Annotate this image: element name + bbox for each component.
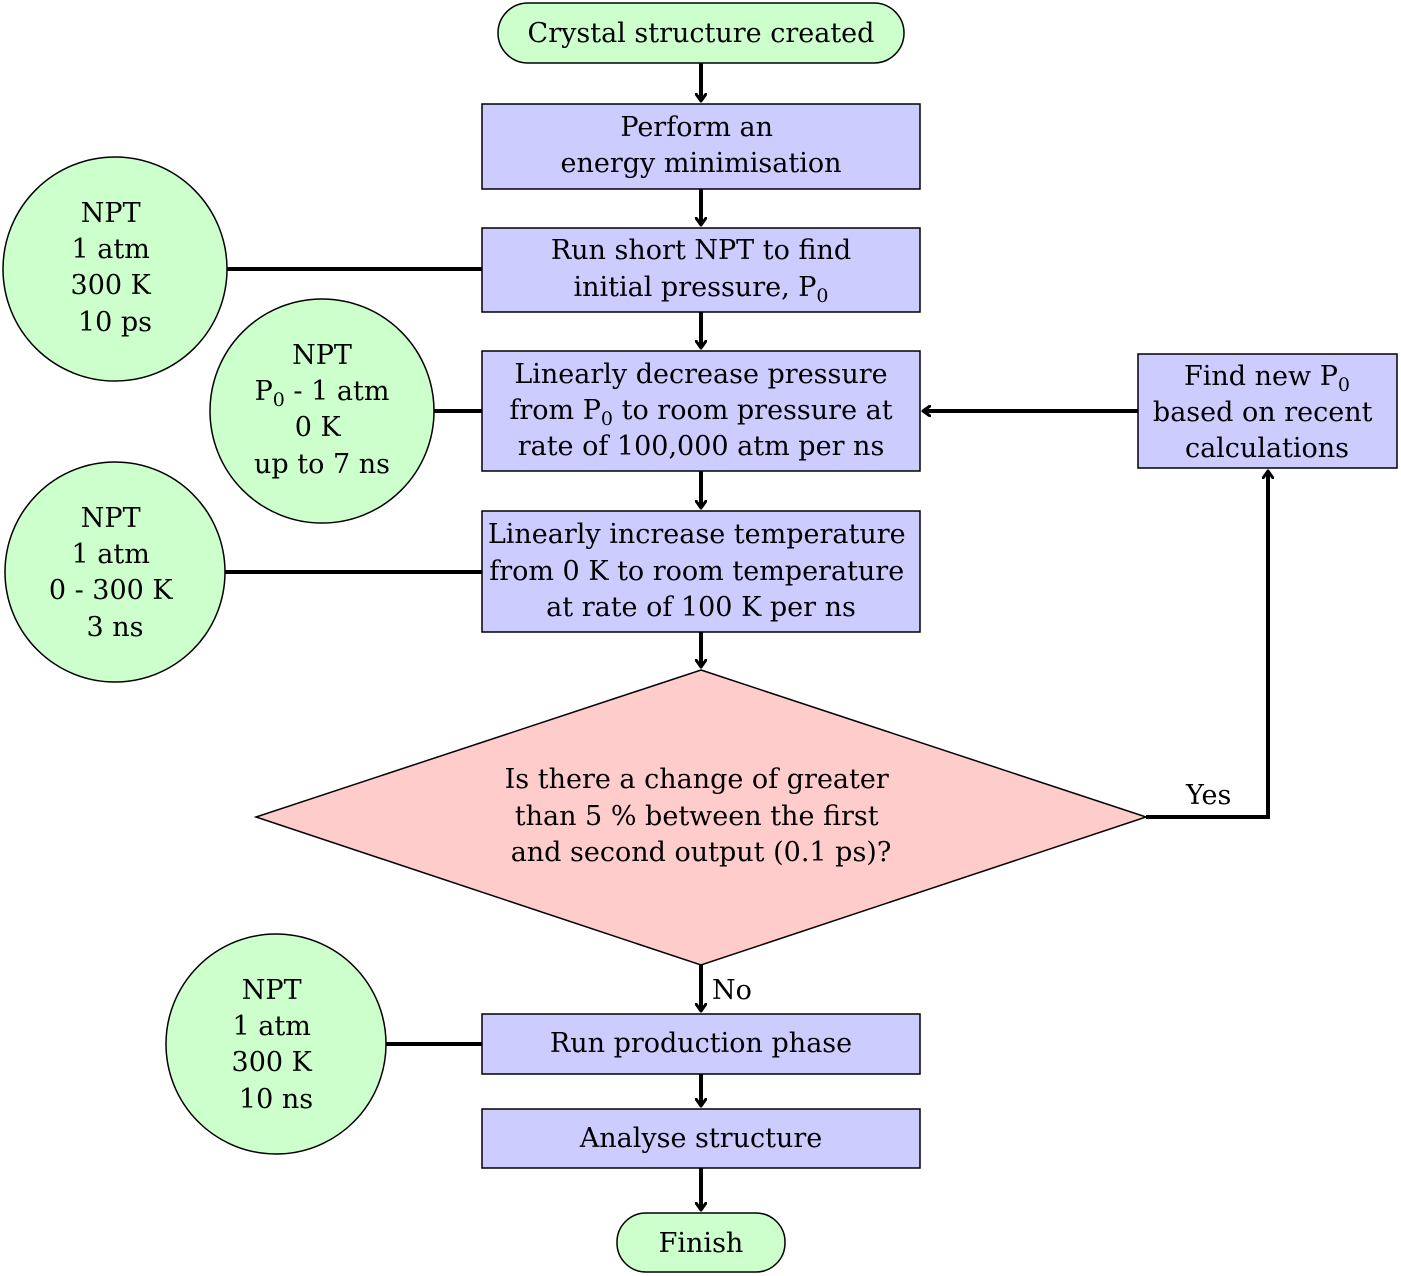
params-production-pressure: 1 atm bbox=[233, 1011, 311, 1042]
svg-text:initial pressure, P0: initial pressure, P0 bbox=[573, 272, 828, 307]
find-new-p0-step: Find new P0 based on recent calculations bbox=[1137, 353, 1398, 469]
decrease-pressure-line-2a: from P bbox=[509, 395, 601, 426]
svg-text:0 K up to 7 ns: 0 K up to 7 ns bbox=[254, 412, 390, 480]
svg-text:NPT 1 atm 300 K: NPT 1 atm 300 K 10 ps bbox=[71, 198, 160, 338]
minimisation-line-1: Perform an bbox=[620, 112, 773, 143]
params-decrease-pressure-ensemble: NPT bbox=[292, 340, 352, 371]
find-new-p0-subscript: 0 bbox=[1338, 374, 1350, 396]
params-short-npt-duration: 10 ps bbox=[78, 307, 152, 338]
svg-text:NPT 1 atm 0 - 300: NPT 1 atm 0 - 300 K 3 ns bbox=[49, 503, 181, 643]
decrease-pressure-line-3: rate of 100,000 atm per ns bbox=[518, 431, 885, 462]
params-short-npt: NPT 1 atm 300 K 10 ps bbox=[2, 156, 228, 382]
svg-text:NPT: NPT bbox=[292, 340, 352, 371]
params-decrease-pressure-pressure-a: P bbox=[255, 376, 273, 407]
svg-text:Linearly decrease pressure: Linearly decrease pressure bbox=[514, 359, 887, 390]
params-production-temperature: 300 K bbox=[232, 1047, 313, 1078]
params-decrease-pressure-pressure-b: - 1 atm bbox=[285, 376, 390, 407]
decrease-pressure-step: Linearly decrease pressure from P0 to ro… bbox=[481, 350, 921, 472]
decision-line-1: Is there a change of greater bbox=[505, 764, 889, 795]
production-phase-step: Run production phase bbox=[481, 1013, 921, 1075]
arrow-decision-yes-to-find-new-p0 bbox=[1146, 471, 1268, 819]
decrease-pressure-subscript: 0 bbox=[601, 408, 613, 430]
params-decrease-pressure-temperature: 0 K bbox=[295, 412, 342, 443]
params-short-npt-pressure: 1 atm bbox=[72, 234, 150, 265]
params-short-npt-temperature: 300 K bbox=[71, 270, 152, 301]
finish-terminal: Finish bbox=[616, 1212, 786, 1273]
params-increase-temperature-temperature: 0 - 300 K bbox=[49, 575, 174, 606]
decision-line-3: and second output (0.1 ps)? bbox=[511, 837, 892, 868]
energy-minimisation-step: Perform an energy minimisation bbox=[481, 103, 921, 190]
increase-temperature-step: Linearly increase temperature from 0 K t… bbox=[481, 510, 921, 633]
params-increase-temperature: NPT 1 atm 0 - 300 K 3 ns bbox=[4, 461, 226, 683]
params-production-ensemble: NPT bbox=[242, 975, 302, 1006]
svg-text:Is there a change of greater: Is there a change of greater than 5 % be… bbox=[505, 764, 898, 868]
convergence-decision: Is there a change of greater than 5 % be… bbox=[253, 669, 1149, 966]
short-npt-line-1: Run short NPT to find bbox=[551, 235, 851, 266]
decrease-pressure-line-1: Linearly decrease pressure bbox=[514, 359, 887, 390]
short-npt-subscript: 0 bbox=[816, 285, 828, 307]
svg-text:Run short NPT to find: Run short NPT to find bbox=[551, 235, 851, 266]
increase-temperature-line-1: Linearly increase temperature bbox=[488, 519, 906, 550]
params-decrease-pressure-duration: up to 7 ns bbox=[254, 449, 390, 480]
start-terminal-label: Crystal structure created bbox=[528, 18, 875, 49]
svg-text:Find new P0: Find new P0 bbox=[1184, 361, 1350, 396]
analyse-structure-label: Analyse structure bbox=[579, 1123, 823, 1154]
params-production: NPT 1 atm 300 K 10 ns bbox=[165, 933, 387, 1155]
params-increase-temperature-pressure: 1 atm bbox=[72, 539, 150, 570]
short-npt-step: Run short NPT to find initial pressure, … bbox=[481, 227, 921, 313]
find-new-p0-line-2: based on recent bbox=[1153, 397, 1373, 428]
params-increase-temperature-ensemble: NPT bbox=[81, 503, 141, 534]
svg-text:from P0 to room pressure at: from P0 to room pressure at bbox=[509, 395, 892, 430]
edge-label-no: No bbox=[712, 975, 752, 1006]
svg-text:P0 - 1 atm: P0 - 1 atm bbox=[255, 376, 390, 411]
svg-text:based on recent calculat: based on recent calculations bbox=[1153, 397, 1381, 464]
edge-label-yes: Yes bbox=[1185, 780, 1231, 811]
decision-line-2: than 5 % between the first bbox=[515, 801, 879, 832]
params-production-duration: 10 ns bbox=[239, 1084, 313, 1115]
short-npt-line-2: initial pressure, P bbox=[573, 272, 816, 303]
svg-text:NPT 1 atm 300 K: NPT 1 atm 300 K 10 ns bbox=[232, 975, 321, 1115]
params-decrease-pressure: NPT P0 - 1 atm 0 K up to 7 ns bbox=[209, 298, 435, 524]
params-increase-temperature-duration: 3 ns bbox=[86, 612, 143, 643]
svg-text:Perform an energy minimi: Perform an energy minimisation bbox=[561, 112, 842, 179]
find-new-p0-line-1: Find new P bbox=[1184, 361, 1338, 392]
minimisation-line-2: energy minimisation bbox=[561, 148, 842, 179]
start-terminal: Crystal structure created bbox=[497, 2, 905, 64]
production-phase-label: Run production phase bbox=[550, 1028, 852, 1059]
finish-terminal-label: Finish bbox=[659, 1228, 744, 1259]
decrease-pressure-line-2b: to room pressure at bbox=[613, 395, 893, 426]
find-new-p0-line-3: calculations bbox=[1185, 433, 1349, 464]
params-short-npt-ensemble: NPT bbox=[81, 198, 141, 229]
svg-text:rate of 100,000 atm per ns: rate of 100,000 atm per ns bbox=[518, 431, 885, 462]
increase-temperature-line-2: from 0 K to room temperature bbox=[489, 556, 904, 587]
increase-temperature-line-3: at rate of 100 K per ns bbox=[546, 592, 856, 623]
analyse-structure-step: Analyse structure bbox=[481, 1108, 921, 1169]
svg-text:Linearly increase temperature: Linearly increase temperature from 0 K t… bbox=[488, 519, 914, 623]
params-decrease-pressure-subscript: 0 bbox=[273, 389, 285, 411]
